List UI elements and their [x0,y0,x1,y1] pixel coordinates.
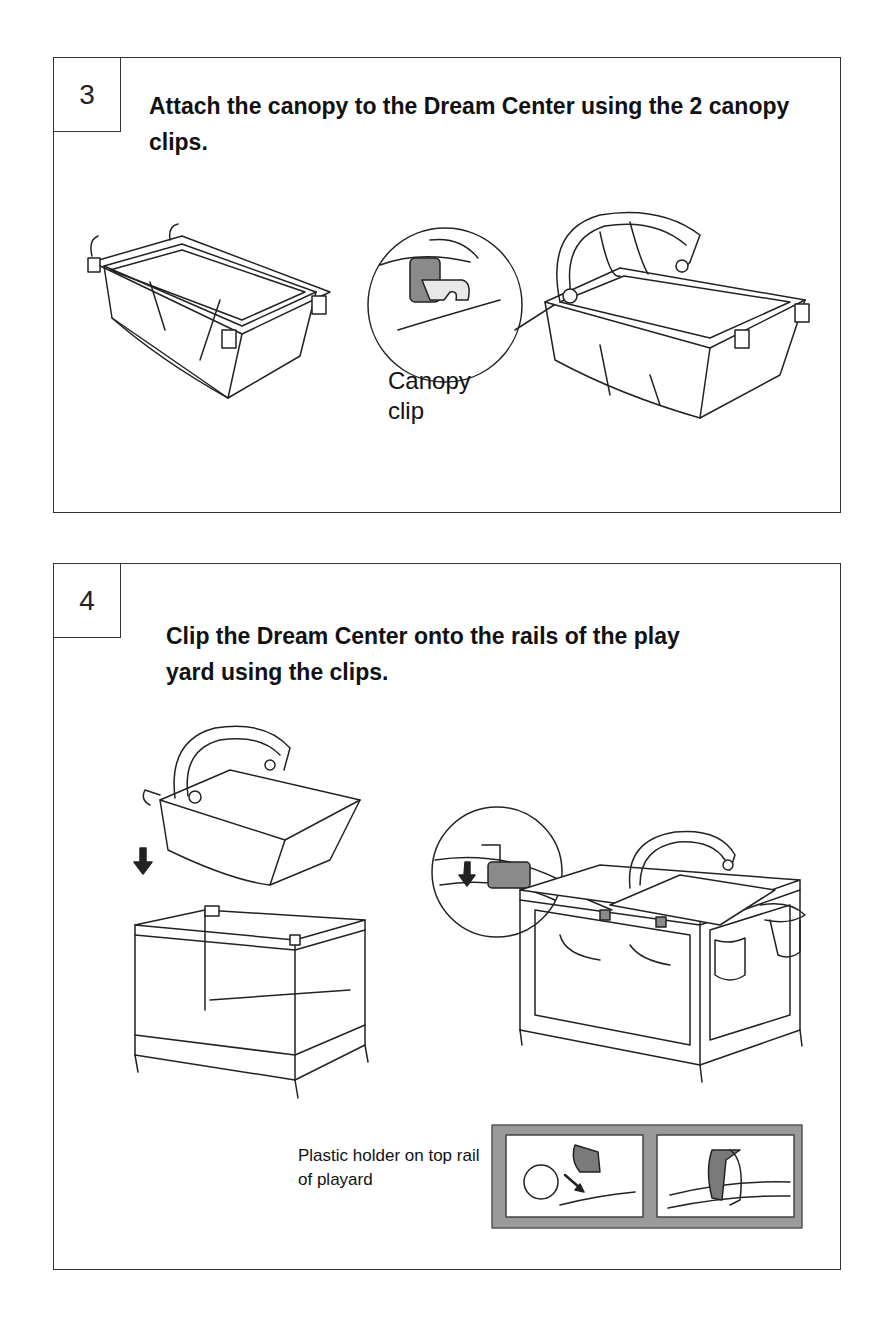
canopy-clip-callout [368,228,565,382]
bassinet-with-canopy [545,213,809,419]
step-number-box: 4 [54,564,121,638]
part-label: Canopy clip [388,366,503,426]
playard-frame [135,906,368,1098]
step-number-box: 3 [54,58,121,132]
holder-inset [492,1125,802,1228]
step-number: 4 [79,585,95,617]
instruction-text: Attach the canopy to the Dream Center us… [149,88,799,160]
bassinet-lowering [134,726,360,885]
instruction-text: Clip the Dream Center onto the rails of … [166,618,726,690]
part-label: Plastic holder on top rail of playard [298,1144,483,1192]
step-number: 3 [79,79,95,111]
step-panel: Attach the canopy to the Dream Center us… [53,57,841,513]
bassinet-figure [88,224,330,398]
playard-assembled [520,831,805,1082]
